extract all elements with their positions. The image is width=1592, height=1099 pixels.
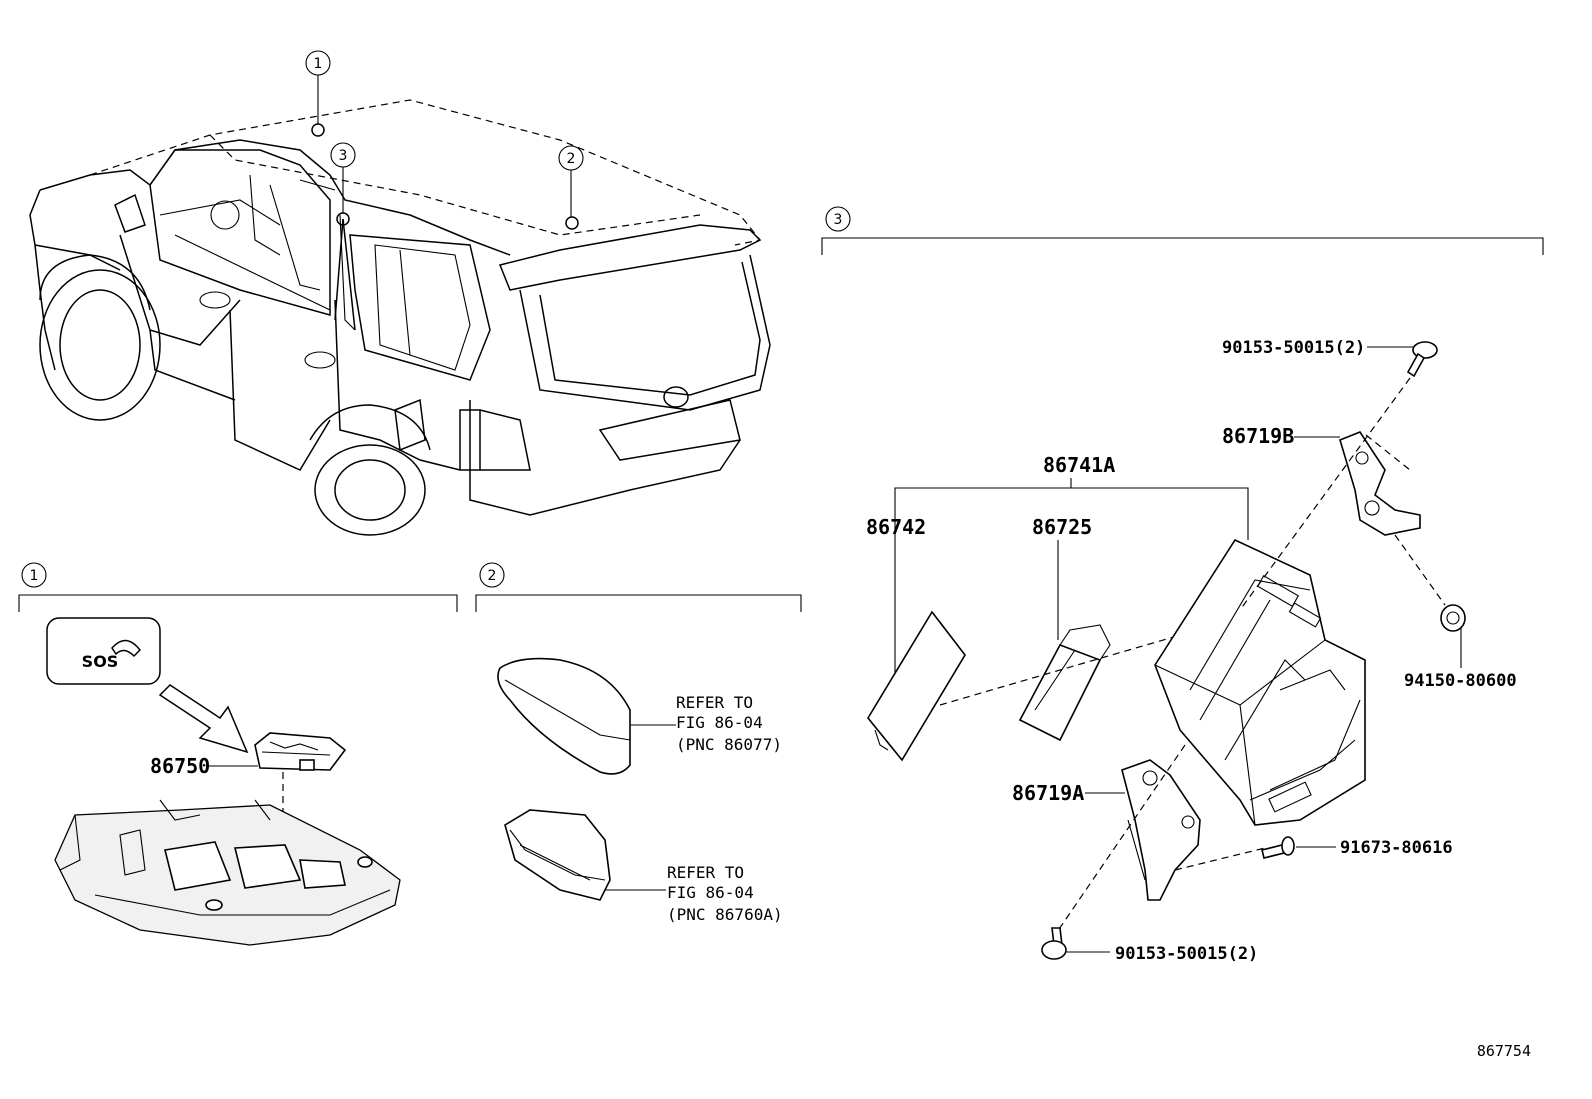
part-86719A-bracket: [1121, 759, 1201, 901]
ref2-line3: (PNC 86760A): [667, 905, 783, 924]
figure-id: 867754: [1477, 1042, 1531, 1060]
bolt-bottom-icon: [1041, 927, 1067, 960]
section-3: 3 86741A 86742 86725: [821, 206, 1544, 964]
section-2: 2 REFER TO FIG 86-04 (PNC 86077) REFER T…: [475, 562, 802, 924]
part-86742-panel: [867, 610, 966, 762]
ref2-line1: REFER TO: [667, 863, 744, 882]
part-86725-module: [1018, 624, 1111, 742]
ref1-line1: REFER TO: [676, 693, 753, 712]
ref2-line2: FIG 86-04: [667, 883, 754, 902]
ref1-line2: FIG 86-04: [676, 713, 763, 732]
section-3-label: 3: [834, 212, 843, 228]
part-86719B-bracket: [1339, 431, 1421, 536]
part-label-90153-top: 90153-50015(2): [1222, 338, 1365, 358]
arrow-icon: [158, 684, 249, 754]
clip-94150-icon: [1440, 604, 1466, 632]
part-label-86725: 86725: [1032, 515, 1092, 539]
callout-label-3: 3: [339, 148, 348, 164]
part-label-86750: 86750: [150, 754, 210, 778]
antenna-base: [504, 809, 611, 901]
part-label-91673: 91673-80616: [1340, 838, 1453, 858]
part-86750-switch: [254, 732, 347, 771]
bolt-91673-icon: [1261, 836, 1295, 859]
shark-fin-antenna: [497, 657, 631, 775]
telematics-unit: [1154, 538, 1366, 826]
section-1: 1 SOS 86750: [18, 562, 458, 946]
part-label-86741A: 86741A: [1043, 453, 1115, 477]
vehicle-callout-3: 3: [330, 142, 356, 213]
part-label-86742: 86742: [866, 515, 926, 539]
overhead-console: [54, 799, 401, 946]
part-label-86719B: 86719B: [1222, 424, 1294, 448]
sos-text: SOS: [82, 652, 119, 671]
part-label-94150: 94150-80600: [1404, 671, 1517, 691]
part-label-90153-bottom: 90153-50015(2): [1115, 944, 1258, 964]
ref1-line3: (PNC 86077): [676, 735, 782, 754]
vehicle-callout-2: 2: [558, 145, 584, 217]
sos-button-illustration: SOS: [46, 617, 161, 685]
section-1-label: 1: [30, 568, 39, 584]
part-label-86719A: 86719A: [1012, 781, 1084, 805]
bolt-top-icon: [1406, 341, 1438, 378]
vehicle-illustration: [29, 99, 771, 536]
section-2-label: 2: [488, 568, 497, 584]
vehicle-callout-1: 1: [305, 50, 331, 124]
callout-label-1: 1: [314, 56, 323, 72]
callout-label-2: 2: [567, 151, 576, 167]
